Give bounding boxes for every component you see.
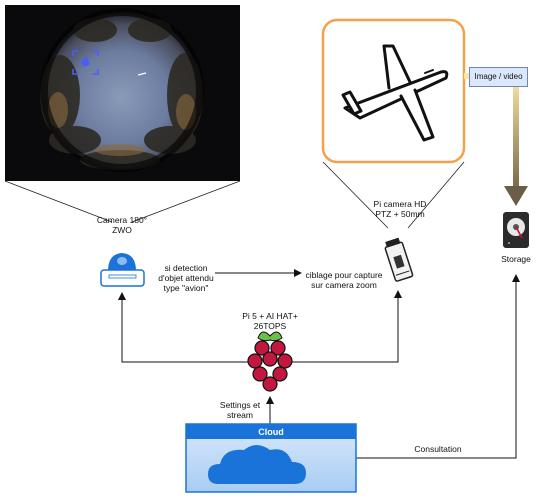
fisheye-camera-label-line1: Camera 180°: [96, 215, 148, 225]
fisheye-photo: [5, 5, 240, 181]
targeting-label-line1: ciblage pour capture: [305, 270, 383, 280]
detection-label-line3: type "avion": [163, 283, 209, 293]
detection-label-line2: d'objet attendu: [158, 273, 214, 283]
storage-icon: [503, 212, 529, 248]
raspberry-pi-icon: [247, 331, 293, 392]
pi-label-line2: 26TOPS: [253, 321, 287, 331]
pi-label: Pi 5 + AI HAT+ 26TOPS: [232, 311, 308, 331]
settings-label-line1: Settings et: [219, 400, 261, 410]
ptz-camera-label-line2: PTZ + 50mm: [375, 209, 425, 219]
cloud-box: [185, 423, 357, 493]
settings-label: Settings et stream: [212, 400, 268, 420]
image-video-arrow: [464, 73, 528, 206]
ptz-camera-label-line1: Pi camera HD: [373, 199, 427, 209]
ptz-camera-label: Pi camera HD PTZ + 50mm: [360, 199, 440, 219]
targeting-label: ciblage pour capture sur camera zoom: [298, 270, 390, 290]
fisheye-camera-label-line2: ZWO: [112, 225, 132, 235]
targeting-label-line2: sur camera zoom: [311, 280, 377, 290]
detection-target-icon: [72, 50, 99, 75]
storage-label: Storage: [501, 254, 531, 264]
settings-label-line2: stream: [227, 410, 253, 420]
pi-label-line1: Pi 5 + AI HAT+: [242, 311, 298, 321]
cloud-icon: [208, 445, 306, 484]
airplane-icon: [341, 44, 449, 142]
detection-label-line1: si detection: [164, 263, 208, 273]
fisheye-camera-icon: [100, 253, 145, 287]
cloud-title: Cloud: [258, 427, 284, 437]
fisheye-camera-label: Camera 180° ZWO: [84, 215, 160, 235]
image-video-label: Image / video: [469, 67, 528, 87]
detection-label: si detection d'objet attendu type "avion…: [148, 263, 224, 293]
ptz-camera-icon: [384, 237, 414, 282]
consultation-label: Consultation: [414, 444, 462, 454]
plane-frame: [321, 18, 466, 164]
